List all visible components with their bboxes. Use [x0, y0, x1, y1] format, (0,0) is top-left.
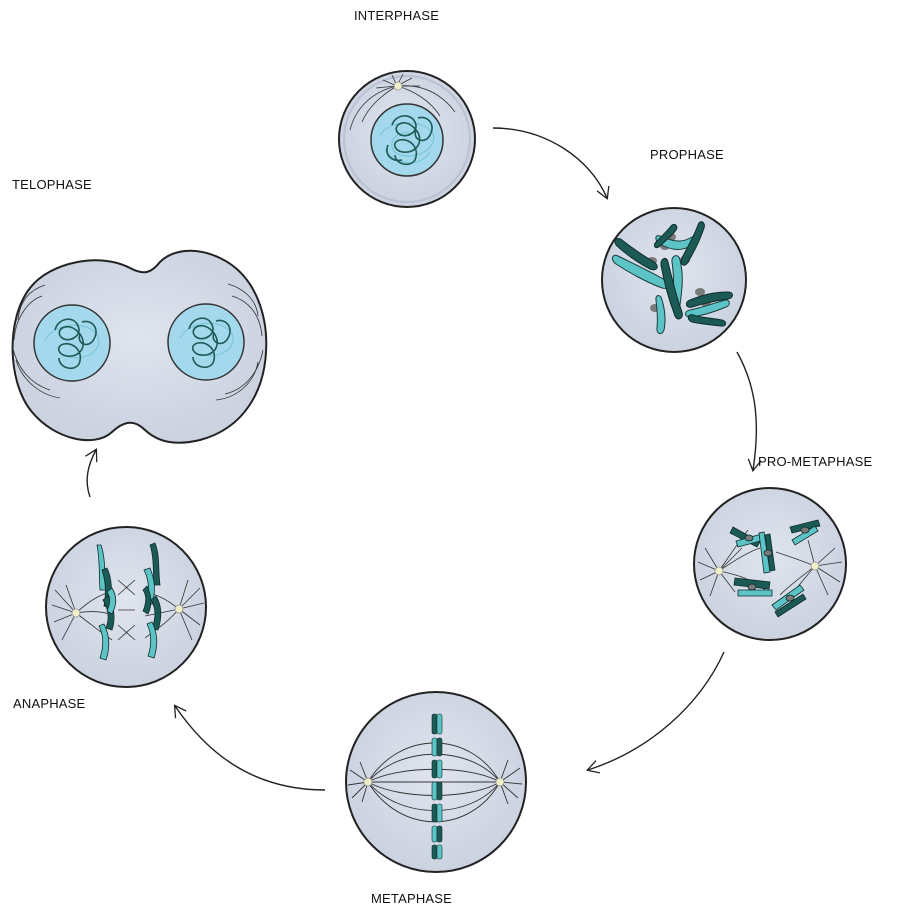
arrow-metaphase-to-anaphase: [175, 706, 325, 790]
arrow-anaphase-to-telophase: [87, 450, 96, 497]
centrosome-left: [72, 609, 80, 617]
centrosome-right: [175, 605, 183, 613]
label-prophase: PROPHASE: [650, 147, 724, 162]
anaphase-cell: [46, 527, 206, 687]
centrosome: [394, 82, 402, 90]
arrow-interphase-to-prophase: [493, 128, 607, 198]
prophase-cell: [602, 208, 746, 352]
label-prometaphase: PRO-METAPHASE: [758, 454, 872, 469]
centrosome-left: [364, 778, 372, 786]
label-interphase: INTERPHASE: [354, 8, 439, 23]
centrosome-right: [811, 562, 819, 570]
interphase-cell: [339, 71, 475, 207]
centrosome-left: [715, 567, 723, 575]
centrosome-right: [496, 778, 504, 786]
arrow-prometaphase-to-metaphase: [588, 652, 724, 770]
label-telophase: TELOPHASE: [12, 177, 92, 192]
label-metaphase: METAPHASE: [371, 891, 452, 906]
prometaphase-cell: [694, 488, 846, 640]
metaphase-cell: [346, 692, 526, 872]
telophase-cell: [12, 251, 266, 443]
label-anaphase: ANAPHASE: [13, 696, 85, 711]
arrow-prophase-to-prometaphase: [737, 352, 756, 470]
